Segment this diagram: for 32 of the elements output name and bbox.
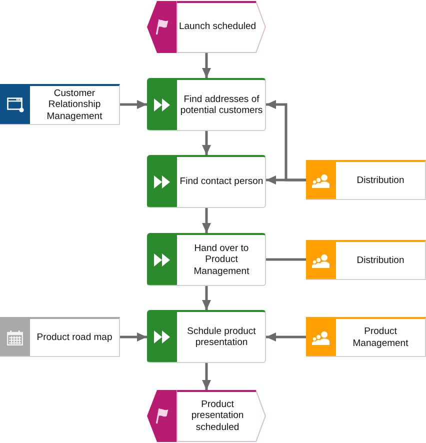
function-box [147, 310, 266, 363]
event-hexagon [147, 1, 266, 53]
node-label: Find addresses of potential customers [179, 94, 264, 116]
arrow [202, 208, 211, 233]
node-label: Distribution [356, 174, 404, 186]
information-box [0, 317, 120, 357]
node-label: Product Management [352, 326, 410, 349]
org-unit-box [306, 160, 426, 200]
event-hexagon [147, 390, 266, 442]
node-label: Product presentation scheduled [190, 398, 245, 434]
org-unit-box [306, 317, 426, 357]
arrow [120, 332, 147, 342]
arrow [202, 286, 211, 310]
function-box [147, 155, 266, 208]
function-box [147, 233, 266, 286]
arrow [202, 131, 211, 155]
arrow [266, 176, 306, 184]
function-box [147, 78, 266, 131]
arrow [202, 363, 211, 390]
org-unit-box [306, 240, 426, 280]
arrow [202, 53, 211, 78]
arrow [266, 332, 306, 342]
arrow [120, 100, 147, 109]
node-label: Hand over to Product Management [192, 242, 250, 278]
connector-line [266, 258, 306, 261]
node-label: Distribution [356, 254, 404, 266]
node-label: Product road map [36, 332, 112, 344]
node-label: Find contact person [180, 176, 264, 188]
node-label: Schdule product presentation [186, 326, 257, 348]
application-box [0, 84, 120, 125]
node-label: Customer Relationship Management [46, 88, 104, 122]
node-label: Launch scheduled [178, 21, 256, 33]
